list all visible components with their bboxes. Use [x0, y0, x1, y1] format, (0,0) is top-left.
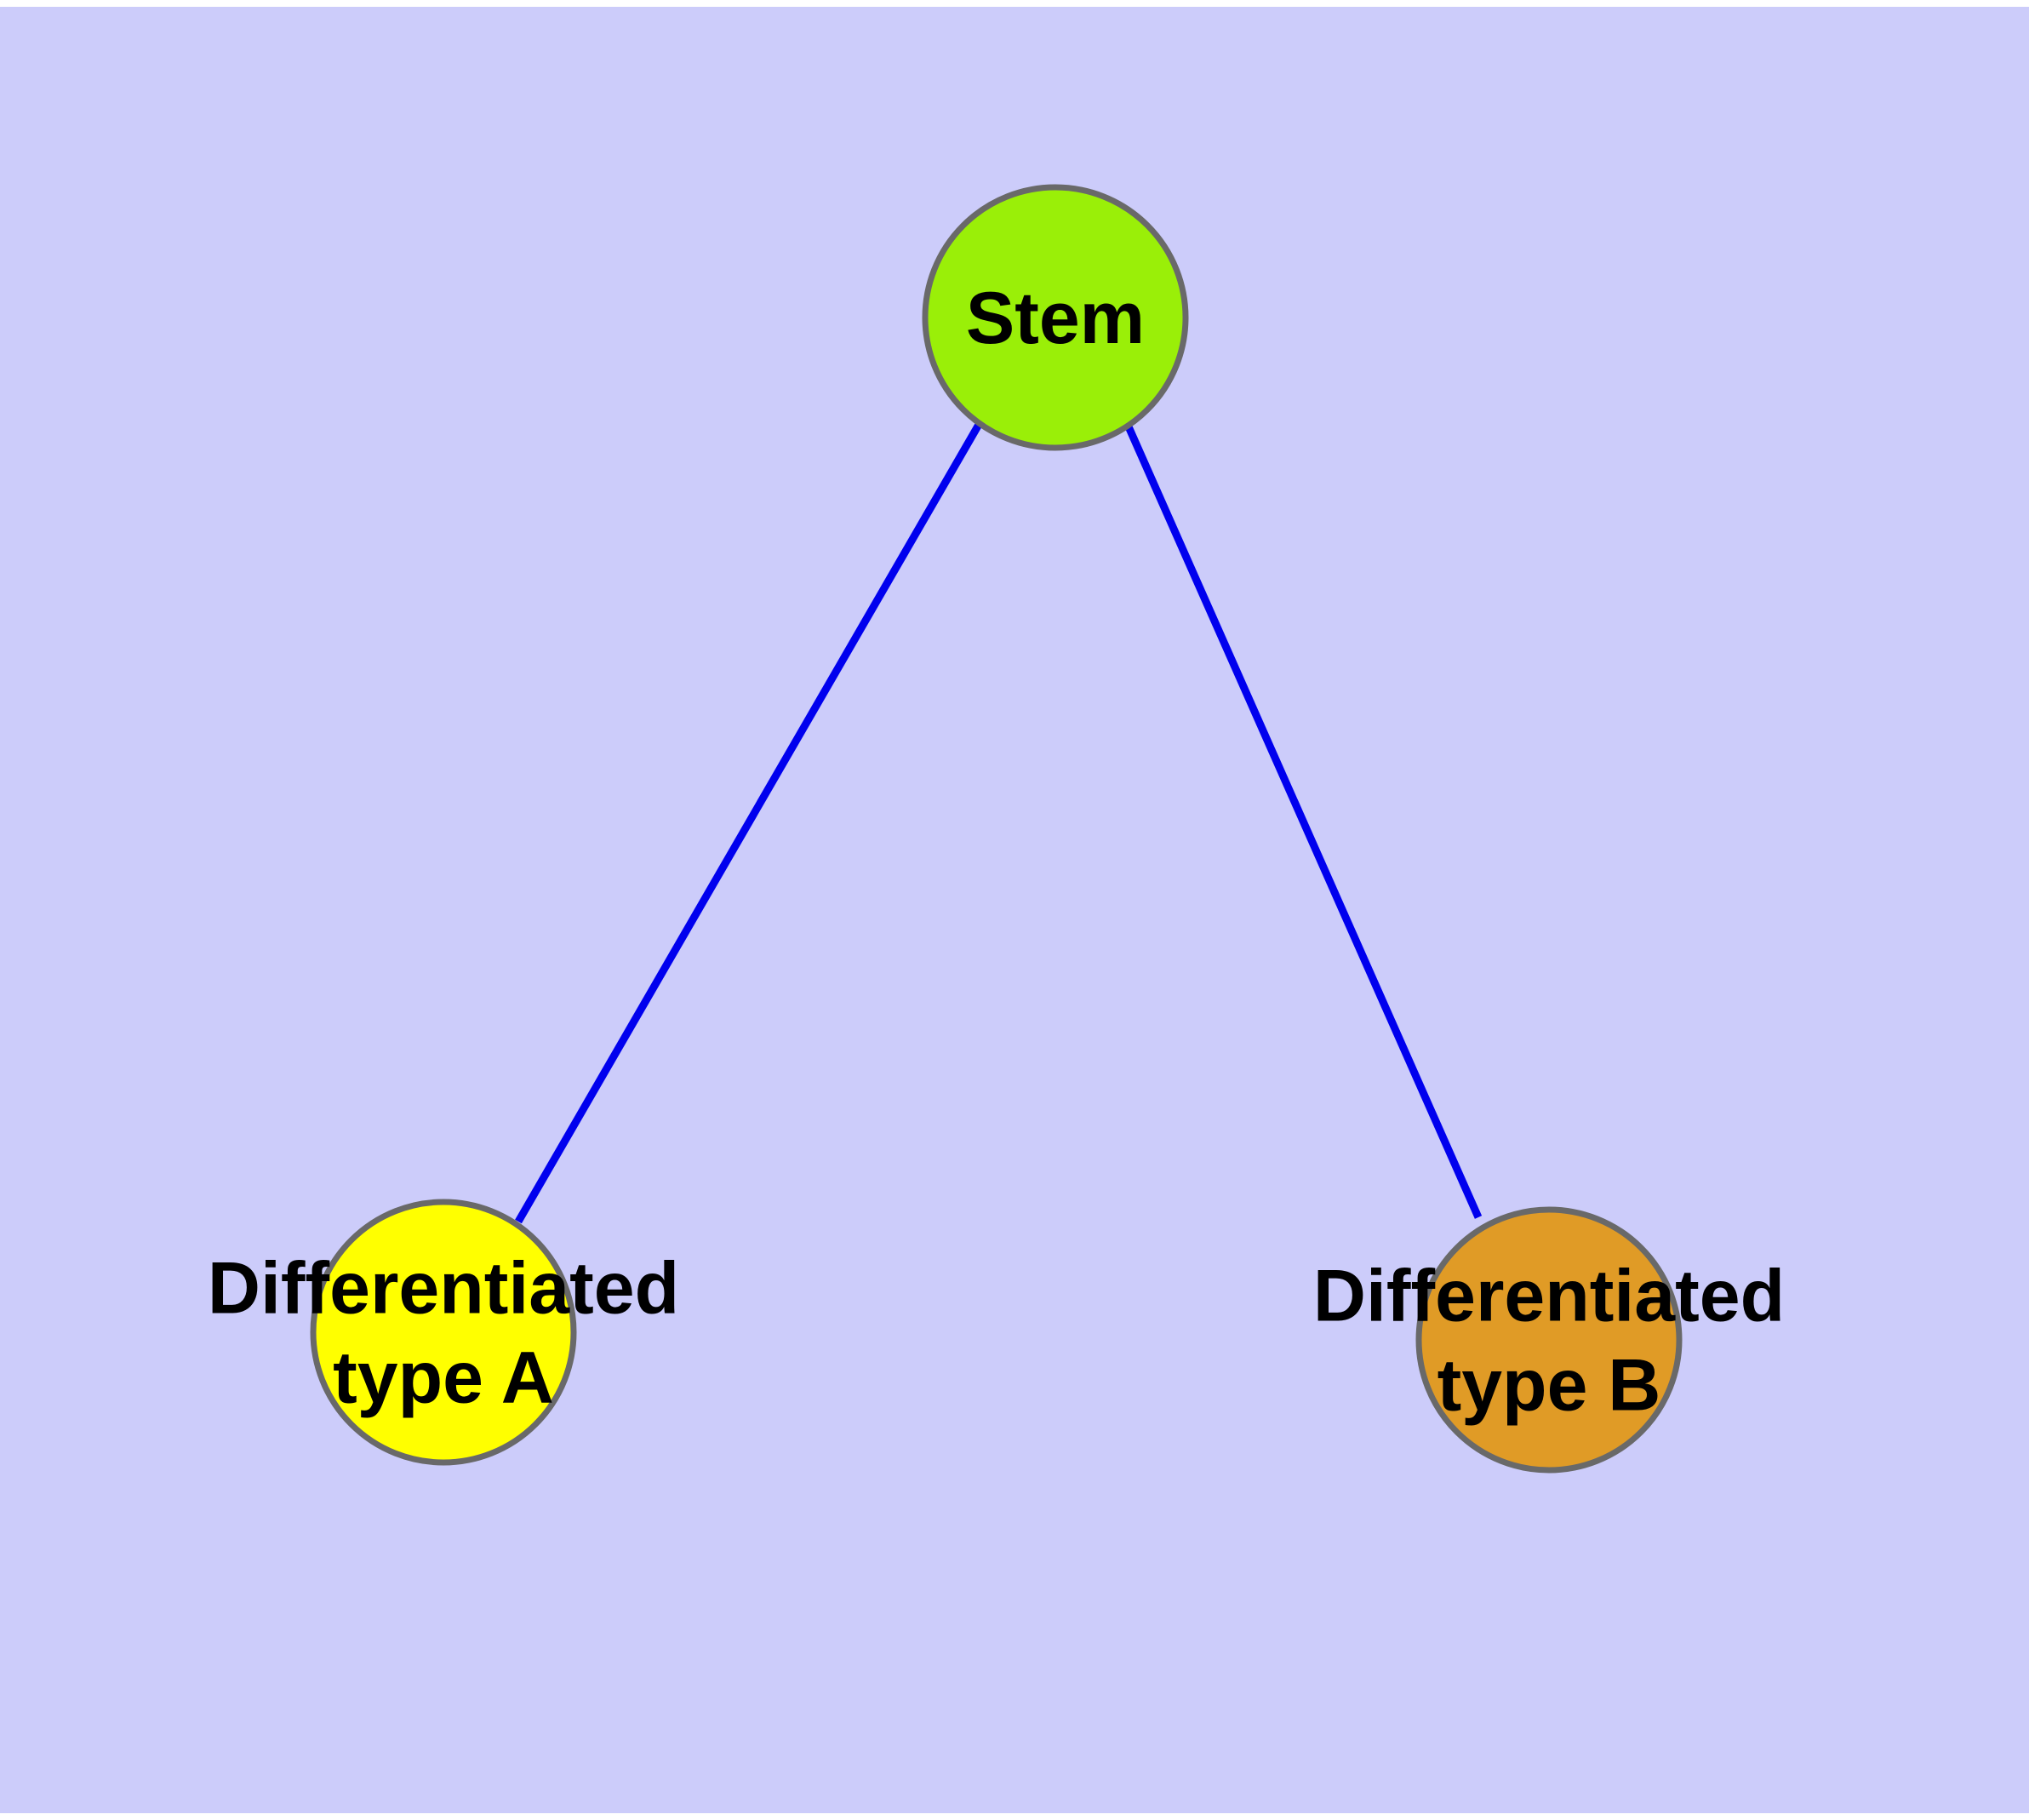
node-label-differentiated-type-b-line2: type B [1437, 1345, 1661, 1427]
node-stem[interactable]: Stem [922, 184, 1189, 451]
nodes-group: Stem Differentiated type A Differentiate… [208, 184, 1785, 1474]
node-circle-differentiated-type-a[interactable] [310, 1199, 577, 1466]
edge-stem-to-differentiated-type-a[interactable] [515, 421, 983, 1224]
node-circle-stem[interactable] [922, 184, 1189, 451]
edge-stem-to-differentiated-type-b[interactable] [1123, 423, 1483, 1219]
node-differentiated-type-b[interactable]: Differentiated type B [1313, 1206, 1785, 1474]
edges-group [515, 421, 1483, 1224]
node-label-differentiated-type-a-line2: type A [333, 1337, 554, 1419]
node-label-stem: Stem [966, 278, 1145, 359]
node-label-differentiated-type-a-line1: Differentiated [208, 1248, 679, 1330]
node-differentiated-type-a[interactable]: Differentiated type A [208, 1199, 679, 1466]
node-label-differentiated-type-b-line1: Differentiated [1313, 1256, 1785, 1337]
node-circle-differentiated-type-b[interactable] [1415, 1206, 1683, 1474]
